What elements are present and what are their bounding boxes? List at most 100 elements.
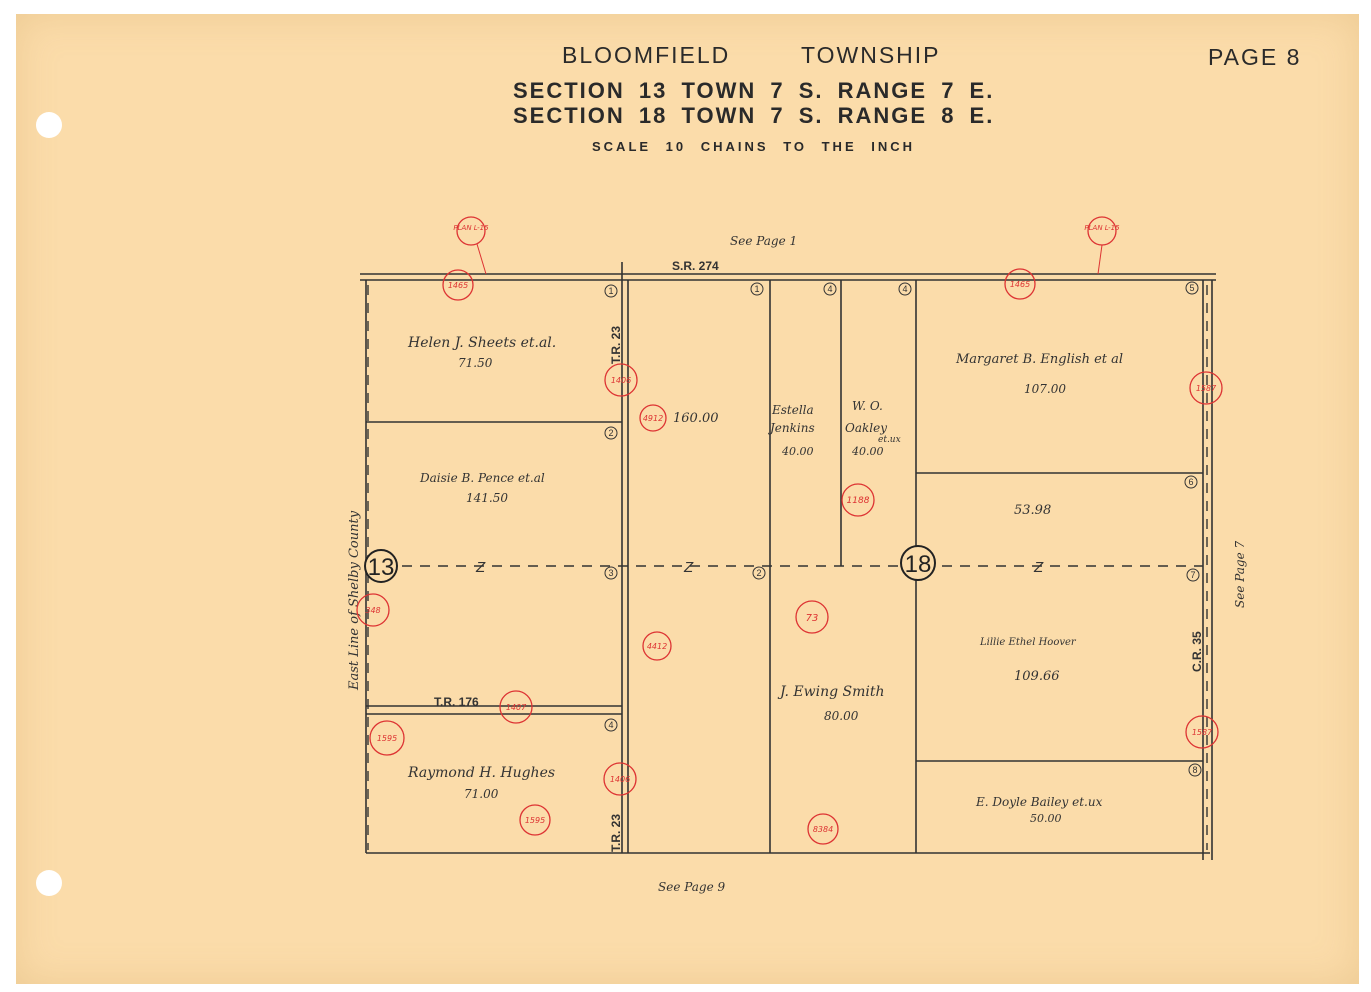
lot-circle: 1 bbox=[750, 282, 764, 296]
parcel-owner-jenkins-1: Estella bbox=[771, 403, 814, 417]
road-tr23-top: T.R. 23 bbox=[609, 326, 623, 364]
red-ref: 8384 bbox=[807, 813, 839, 845]
scale-note: SCALE 10 CHAINS TO THE INCH bbox=[592, 139, 916, 154]
svg-text:4: 4 bbox=[902, 284, 907, 294]
svg-text:1406: 1406 bbox=[610, 775, 630, 784]
section-line-2: SECTION 18 TOWN 7 S. RANGE 8 E. bbox=[513, 103, 995, 128]
svg-text:1406: 1406 bbox=[611, 376, 631, 385]
svg-text:348: 348 bbox=[365, 606, 380, 615]
red-ref: 1595 bbox=[519, 804, 551, 836]
svg-text:4: 4 bbox=[608, 720, 613, 730]
parcel-acres-sheets: 71.50 bbox=[458, 356, 493, 370]
svg-text:Z: Z bbox=[683, 559, 694, 576]
parcel-owner-bailey: E. Doyle Bailey et.ux bbox=[975, 795, 1103, 809]
red-ref: 1188 bbox=[841, 483, 875, 517]
parcel-suffix-oakley: et.ux bbox=[878, 435, 901, 445]
parcel-owner-jenkins-2: Jenkins bbox=[767, 421, 815, 435]
plan-ref-left: PLAN L-15 bbox=[453, 216, 489, 275]
parcel-acres-oakley: 40.00 bbox=[851, 445, 884, 458]
parcel-acres-english: 107.00 bbox=[1024, 382, 1066, 396]
county-line-label: East Line of Shelby County bbox=[347, 510, 362, 691]
svg-text:1: 1 bbox=[608, 286, 613, 296]
svg-text:1587: 1587 bbox=[1196, 384, 1217, 393]
svg-text:5: 5 bbox=[1189, 283, 1194, 293]
red-ref: 1595 bbox=[369, 720, 405, 756]
parcel-owner-pence: Daisie B. Pence et.al bbox=[419, 471, 545, 485]
lot-circle: 7 bbox=[1186, 568, 1200, 582]
parcel-owner-smith: J. Ewing Smith bbox=[777, 684, 885, 700]
red-ref: 1587 bbox=[1185, 715, 1219, 749]
lot-circle: 4 bbox=[898, 282, 912, 296]
lot-circle: 8 bbox=[1188, 763, 1202, 777]
road-tr23-bottom: T.R. 23 bbox=[609, 814, 623, 852]
parcel-owner-hughes: Raymond H. Hughes bbox=[407, 765, 555, 781]
lot-circle: 4 bbox=[823, 282, 837, 296]
svg-text:1: 1 bbox=[754, 284, 759, 294]
svg-text:4912: 4912 bbox=[643, 414, 663, 423]
svg-text:6: 6 bbox=[1188, 477, 1193, 487]
svg-text:Z: Z bbox=[1033, 559, 1044, 576]
svg-text:73: 73 bbox=[806, 613, 819, 624]
lot-circle: 1 bbox=[604, 284, 618, 298]
section-z-marks: Z Z Z bbox=[475, 559, 1044, 576]
lot-circle: 2 bbox=[752, 566, 766, 580]
dashed-lines bbox=[366, 285, 1208, 850]
parcel-acres-160: 160.00 bbox=[673, 411, 719, 426]
lot-circle: 6 bbox=[1184, 475, 1198, 489]
lot-circle: 3 bbox=[604, 566, 618, 580]
plan-ref-right: PLAN L-15 bbox=[1084, 216, 1120, 275]
svg-text:7: 7 bbox=[1190, 570, 1195, 580]
lot-circle: 2 bbox=[604, 426, 618, 440]
parcel-acres-smith: 80.00 bbox=[824, 709, 859, 723]
svg-text:Z: Z bbox=[475, 559, 486, 576]
svg-text:1587: 1587 bbox=[1192, 728, 1213, 737]
see-page-south: See Page 9 bbox=[658, 880, 726, 894]
red-ref: 1406 bbox=[603, 762, 637, 796]
svg-text:PLAN L-15: PLAN L-15 bbox=[453, 224, 489, 232]
svg-text:2: 2 bbox=[756, 568, 761, 578]
see-page-east: See Page 7 bbox=[1233, 540, 1247, 608]
see-page-north: See Page 1 bbox=[730, 234, 797, 248]
parcel-acres-jenkins: 40.00 bbox=[781, 445, 814, 458]
section-13-label: 13 bbox=[368, 554, 395, 581]
section-13-marker: 13 bbox=[364, 549, 398, 583]
boundary-lines bbox=[360, 262, 1216, 860]
parcel-acres-pence: 141.50 bbox=[466, 491, 508, 505]
township-word: TOWNSHIP bbox=[801, 42, 941, 68]
red-ref: 1406 bbox=[604, 363, 638, 397]
parcel-owner-sheets: Helen J. Sheets et.al. bbox=[407, 335, 556, 351]
red-ref: 4412 bbox=[642, 631, 672, 661]
svg-text:PLAN L-15: PLAN L-15 bbox=[1084, 224, 1120, 232]
svg-text:1407: 1407 bbox=[506, 703, 527, 712]
red-ref: 1587 bbox=[1189, 371, 1223, 405]
svg-text:1595: 1595 bbox=[377, 734, 397, 743]
svg-text:8384: 8384 bbox=[813, 825, 833, 834]
road-tr176: T.R. 176 bbox=[434, 695, 479, 709]
svg-text:1595: 1595 bbox=[525, 816, 545, 825]
red-ref: 1407 bbox=[499, 690, 533, 724]
svg-text:1465: 1465 bbox=[448, 281, 468, 290]
svg-text:1188: 1188 bbox=[847, 496, 870, 506]
map-sheet bbox=[16, 14, 1359, 984]
parcel-acres-5398: 53.98 bbox=[1014, 503, 1051, 518]
red-ref: 4912 bbox=[639, 404, 667, 432]
parcel-owner-oakley-2: Oakley bbox=[845, 421, 887, 435]
svg-text:3: 3 bbox=[608, 568, 613, 578]
svg-text:4: 4 bbox=[827, 284, 832, 294]
parcel-acres-hughes: 71.00 bbox=[464, 787, 499, 801]
svg-text:2: 2 bbox=[608, 428, 613, 438]
township-name: BLOOMFIELD bbox=[562, 42, 731, 68]
red-references: 1465 1465 1406 4912 1587 1188 348 73 441… bbox=[356, 268, 1223, 845]
section-18-label: 18 bbox=[905, 551, 932, 578]
red-ref: 73 bbox=[795, 600, 829, 634]
section-line-1: SECTION 13 TOWN 7 S. RANGE 7 E. bbox=[513, 78, 995, 103]
parcel-owner-hoover: Lillie Ethel Hoover bbox=[979, 637, 1077, 648]
red-ref: 1465 bbox=[1004, 268, 1036, 300]
red-ref: 348 bbox=[356, 593, 390, 627]
svg-text:1465: 1465 bbox=[1010, 280, 1030, 289]
parcel-acres-hoover: 109.66 bbox=[1014, 669, 1060, 684]
punch-hole-top bbox=[36, 112, 62, 138]
punch-hole-bottom bbox=[36, 870, 62, 896]
lot-circle: 4 bbox=[604, 718, 618, 732]
